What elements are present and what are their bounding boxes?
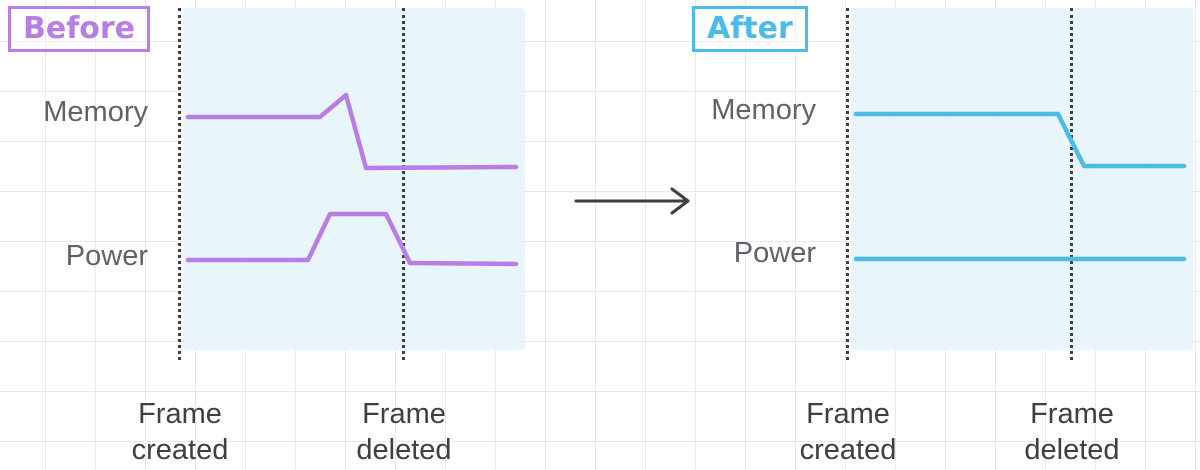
before-timeline-area — [183, 8, 525, 350]
after-panel: After Memory Power Frame created Frame d… — [668, 0, 1200, 470]
after-power-label: Power — [733, 237, 816, 269]
after-memory-trace — [853, 111, 1187, 169]
before-power-trace — [185, 211, 519, 267]
after-created-line1: Frame — [806, 398, 890, 430]
before-created-line1: Frame — [138, 398, 222, 430]
after-created-line — [846, 8, 849, 360]
before-frame-deleted-label: Frame deleted — [304, 396, 504, 468]
before-memory-trace — [185, 92, 519, 171]
before-deleted-line2: deleted — [356, 434, 452, 466]
right-arrow-icon — [574, 187, 690, 215]
before-created-line2: created — [131, 434, 229, 466]
after-deleted-line2: deleted — [1024, 434, 1120, 466]
before-power-label: Power — [65, 240, 148, 272]
before-traces — [185, 92, 519, 267]
after-deleted-line — [1070, 8, 1073, 360]
before-frame-created-label: Frame created — [80, 396, 280, 468]
after-traces — [853, 111, 1187, 262]
before-memory-label: Memory — [43, 96, 148, 128]
after-frame-deleted-label: Frame deleted — [972, 396, 1172, 468]
after-tag: After — [692, 6, 808, 52]
after-memory-label: Memory — [711, 94, 816, 126]
after-frame-created-label: Frame created — [748, 396, 948, 468]
before-created-line — [178, 8, 181, 360]
before-panel: Before Memory Power Frame created Frame … — [8, 6, 525, 468]
before-deleted-line1: Frame — [362, 398, 446, 430]
before-deleted-line — [402, 8, 405, 360]
before-tag: Before — [8, 6, 151, 52]
after-created-line2: created — [799, 434, 897, 466]
after-deleted-line1: Frame — [1030, 398, 1114, 430]
after-timeline-area — [851, 8, 1193, 350]
